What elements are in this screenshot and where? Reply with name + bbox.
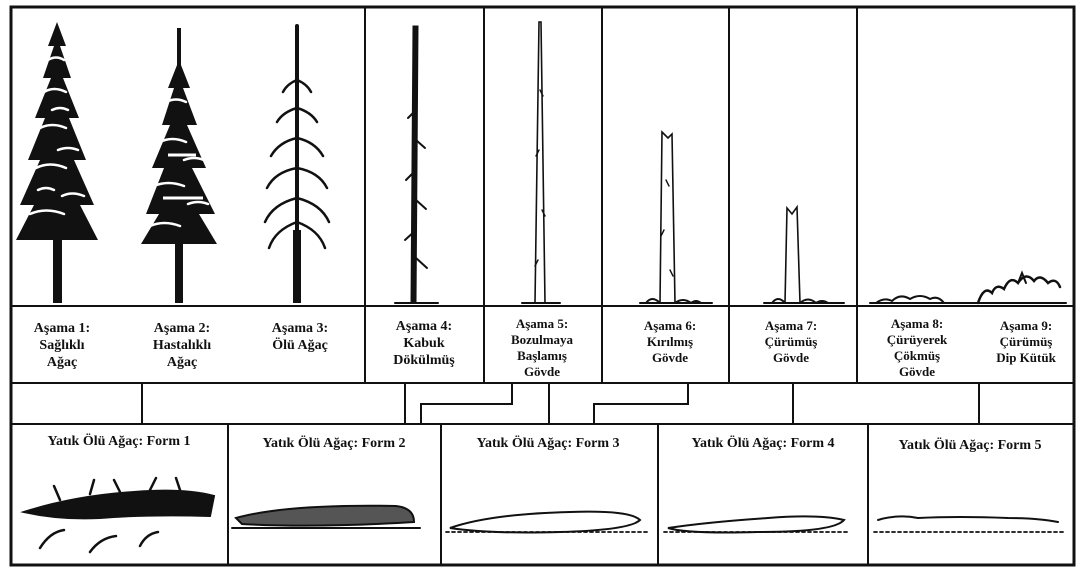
stage-form-connectors (142, 383, 979, 424)
stage-label-3: Aşama 3:Ölü Ağaç (272, 321, 328, 353)
tree-illustration-stage-2 (141, 28, 217, 303)
tree-illustration-stage-5 (522, 22, 560, 303)
tree-illustration-stage-7 (764, 207, 844, 303)
log-illustration-form-5 (874, 516, 1066, 532)
tree-illustration-stage-8 (870, 296, 975, 303)
form-label-2: Yatık Ölü Ağaç: Form 2 (262, 434, 405, 451)
form-label-1: Yatık Ölü Ağaç: Form 1 (47, 432, 190, 449)
log-illustration-form-2 (232, 506, 420, 528)
log-illustration-form-3 (446, 512, 650, 533)
form-label-3: Yatık Ölü Ağaç: Form 3 (476, 434, 619, 451)
stump-illustration-stage-9 (972, 273, 1066, 303)
log-illustration-form-1 (24, 478, 214, 552)
form-label-5: Yatık Ölü Ağaç: Form 5 (898, 436, 1041, 453)
form-label-4: Yatık Ölü Ağaç: Form 4 (691, 434, 834, 451)
tree-illustration-stage-6 (640, 132, 712, 303)
form-labels: Yatık Ölü Ağaç: Form 1 Yatık Ölü Ağaç: F… (47, 432, 1041, 453)
tree-illustration-stage-1 (16, 22, 98, 303)
tree-illustration-stage-3 (265, 26, 329, 303)
log-illustration-form-4 (664, 516, 850, 532)
tree-illustration-stage-4 (395, 26, 438, 303)
